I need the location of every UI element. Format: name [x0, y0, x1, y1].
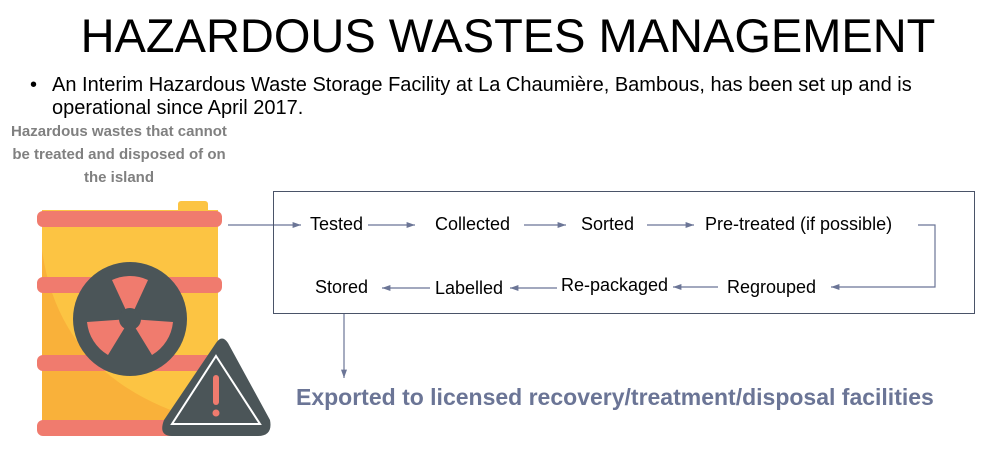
step-repackaged: Re-packaged	[561, 275, 669, 295]
source-label: Hazardous wastes that cannot be treated …	[11, 123, 227, 186]
step-tested: Tested	[310, 214, 364, 234]
process-box	[273, 191, 975, 314]
step-sorted: Sorted	[581, 214, 635, 234]
bullet-text: An Interim Hazardous Waste Storage Facil…	[52, 74, 912, 119]
arrow-pretreated-regrouped	[831, 224, 936, 290]
export-outcome: Exported to licensed recovery/treatment/…	[296, 384, 934, 410]
flow-arrows	[228, 222, 936, 378]
step-labelled: Labelled	[435, 278, 504, 298]
hazard-barrel-icon	[37, 201, 222, 436]
step-pretreated: Pre-treated (if possible)	[705, 214, 893, 234]
step-regrouped: Regrouped	[727, 277, 817, 297]
bullet-marker: •	[30, 74, 38, 96]
warning-triangle-icon	[162, 338, 271, 436]
step-stored: Stored	[315, 277, 369, 297]
step-collected: Collected	[435, 214, 511, 234]
page-title: HAZARDOUS WASTES MANAGEMENT	[80, 9, 936, 62]
